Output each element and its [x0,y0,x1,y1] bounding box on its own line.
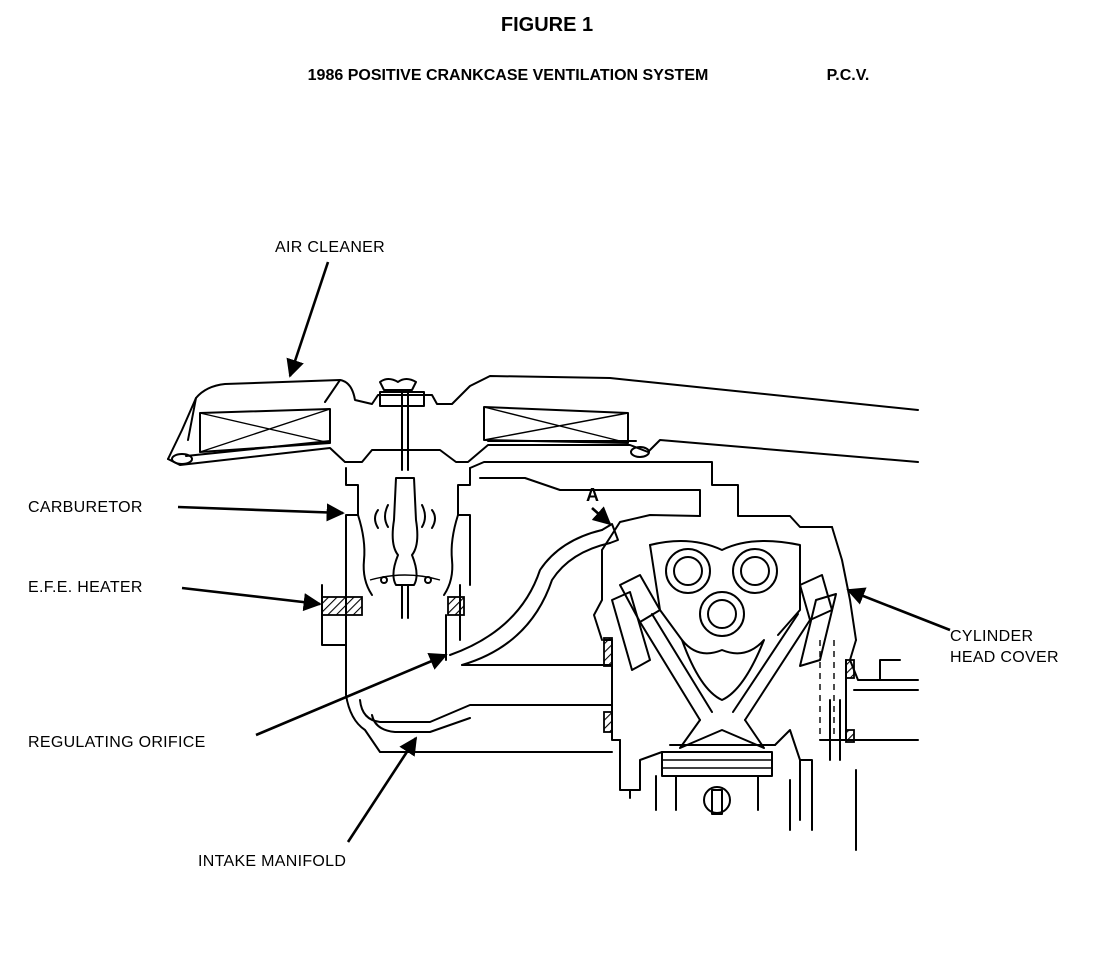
label-regulating-orifice: REGULATING ORIFICE [28,734,206,751]
figure-subtitle: 1986 POSITIVE CRANKCASE VENTILATION SYST… [308,67,709,84]
label-intake-manifold: INTAKE MANIFOLD [198,853,346,870]
intake-manifold-arrow [346,736,418,843]
label-cylinder-head-cover-line1: CYLINDER [950,628,1033,645]
carburetor-drawing [321,467,613,753]
label-carburetor: CARBURETOR [28,499,143,516]
air-cleaner-drawing [167,375,919,471]
label-air-cleaner: AIR CLEANER [275,239,385,256]
air-cleaner-arrow [286,261,330,378]
label-efe-heater: E.F.E. HEATER [28,579,143,596]
point-a-arrow [591,506,612,526]
figure-title: FIGURE 1 [501,14,593,36]
label-cylinder-head-cover-line2: HEAD COVER [950,649,1059,666]
intake-manifold-drawing [359,637,613,733]
cylinder-head-cover-arrow [846,587,951,632]
carburetor-arrow [177,503,345,522]
leader-arrows [177,261,951,843]
pcv-hose-drawing [449,523,619,666]
efe-heater-arrow [181,586,322,612]
regulating-orifice-arrow [255,652,448,737]
engine-drawing [469,461,919,851]
label-point-a: A [586,485,599,505]
figure-abbreviation: P.C.V. [827,67,870,84]
